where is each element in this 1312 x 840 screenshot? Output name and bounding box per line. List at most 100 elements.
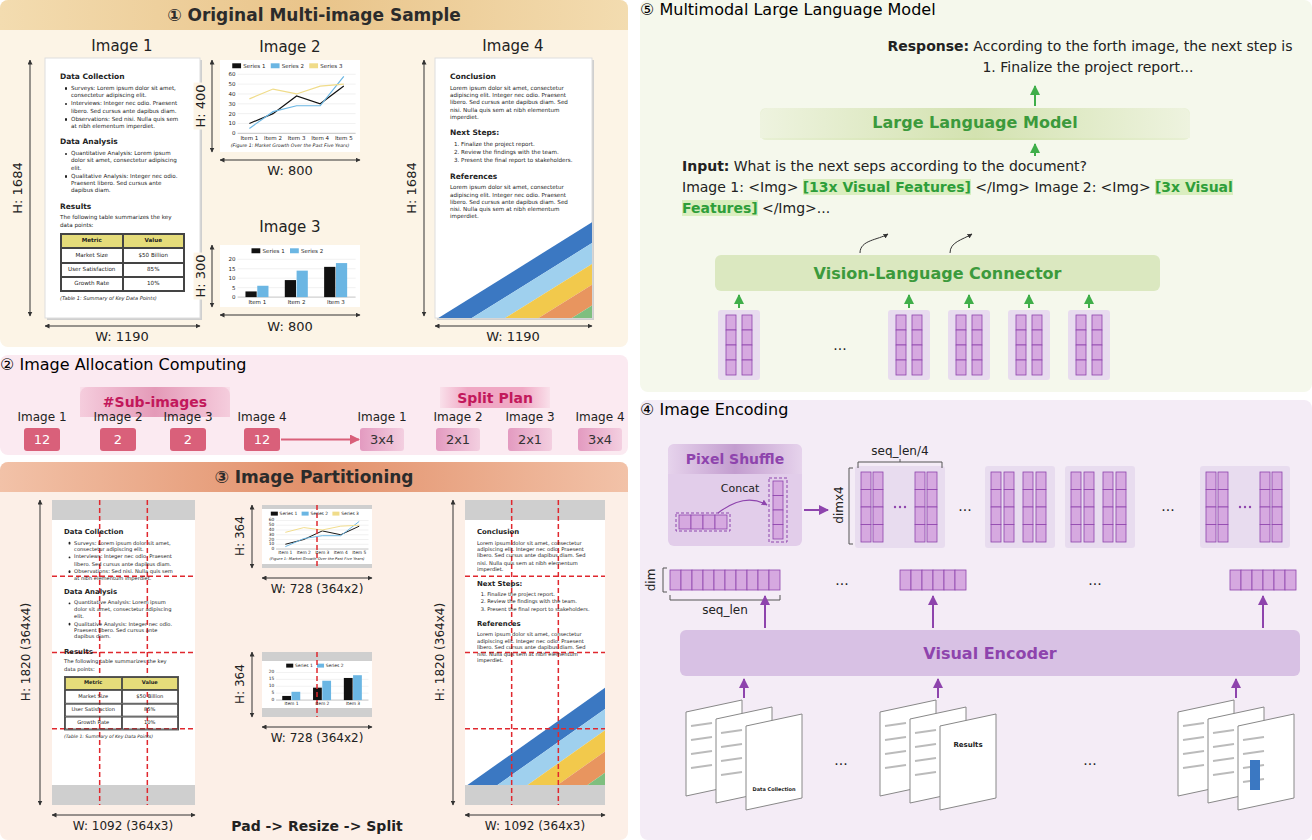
illustration xyxy=(30,58,1296,840)
token-cell xyxy=(1218,472,1228,490)
dot xyxy=(899,506,901,508)
series-line xyxy=(249,84,343,99)
document-text: ConclusionLorem ipsum dolor sit amet, co… xyxy=(450,72,577,223)
token-group xyxy=(718,310,760,380)
token-cell xyxy=(1252,570,1263,590)
token-cell xyxy=(915,507,925,525)
split-line xyxy=(465,728,605,730)
dimension-arrow xyxy=(453,500,454,805)
document-text: Data CollectionSurveys: Lorem ipsum dolo… xyxy=(60,72,185,302)
doc-heading: Conclusion xyxy=(450,72,577,82)
token-cell xyxy=(873,472,883,490)
chart-bar xyxy=(1250,760,1260,790)
text-stroke xyxy=(1183,765,1204,768)
token-cell xyxy=(927,507,937,525)
token-cell xyxy=(1071,490,1081,508)
token-cell xyxy=(1016,360,1026,375)
axis-item: Item 3 xyxy=(288,135,306,141)
axis-value: 0 xyxy=(232,294,236,300)
image-name: Image 3 xyxy=(505,411,554,425)
node-text: ① Original Multi-image Sample xyxy=(0,0,628,30)
prompt-text: Response:According to the forth image, t… xyxy=(880,36,1300,78)
token-cell xyxy=(1206,490,1216,508)
split-line xyxy=(316,652,318,717)
node-text: Vision-Language Connector xyxy=(814,264,1062,283)
table-cell: 85% xyxy=(123,263,185,277)
series-name: Series 2 xyxy=(282,63,304,69)
legend-swatch xyxy=(252,248,261,253)
bar xyxy=(297,271,308,297)
dimension-arrow xyxy=(212,60,213,152)
dimension-arrow xyxy=(220,315,360,316)
dimension: H: 1684 xyxy=(11,160,26,215)
axis-item: Item 3 xyxy=(346,702,360,707)
brace xyxy=(849,468,853,544)
brace xyxy=(858,459,942,468)
dot xyxy=(1239,506,1241,508)
document-text: Data CollectionSurveys: Lorem ipsum dolo… xyxy=(64,528,179,739)
text-stroke xyxy=(1183,737,1204,740)
token-cell xyxy=(1206,472,1216,490)
split-line xyxy=(465,576,605,578)
prompt-text: </Img> Image 2: xyxy=(975,179,1096,195)
token-cell xyxy=(991,472,1001,490)
panel: #Sub-imagesSplit Plan1222123x42x12x13x4②… xyxy=(0,355,628,455)
node-text: 2 xyxy=(184,432,192,447)
table-cell: Growth Rate xyxy=(61,277,123,291)
token-cell xyxy=(1272,525,1282,543)
flow-arrow xyxy=(932,596,934,628)
token-cell xyxy=(1071,507,1081,525)
chart xyxy=(220,60,360,152)
panel: ③ Image Partitioning xyxy=(0,462,628,840)
token-cell xyxy=(955,570,966,590)
doc-text: The following table summarizes the key d… xyxy=(60,214,185,229)
table-cell: Market Size xyxy=(65,690,122,703)
panel-ground xyxy=(640,0,1312,392)
legend-swatch xyxy=(232,63,241,68)
image-name: Image 2 xyxy=(93,411,142,425)
split-grid xyxy=(465,500,605,805)
series-name: Series 2 xyxy=(310,511,328,516)
token-cell xyxy=(956,330,966,345)
axis-value: 0 xyxy=(272,547,275,552)
node-text: ⑤ Multimodal Large Language Model xyxy=(640,0,1312,19)
panel: Large Language ModelVision-Language Conn… xyxy=(640,0,1312,392)
token-cell xyxy=(912,330,922,345)
token-cell xyxy=(972,330,982,345)
token-cell xyxy=(900,570,911,590)
token-cell xyxy=(873,507,883,525)
table: MetricValueMarket Size$50 BillionUser Sa… xyxy=(64,676,179,730)
flow-arrow xyxy=(281,439,359,441)
token-cell xyxy=(747,570,758,590)
token-cell xyxy=(1084,507,1094,525)
node-text: Split Plan xyxy=(457,390,533,406)
token-group xyxy=(985,466,1055,548)
text-stroke xyxy=(885,765,906,768)
doc-heading: Next Steps: xyxy=(450,128,577,138)
token-cell xyxy=(927,490,937,508)
token-cell xyxy=(1260,507,1270,525)
token-cell xyxy=(1076,330,1086,345)
token-cell xyxy=(972,315,982,330)
token-cell xyxy=(714,570,725,590)
axis-value: 0 xyxy=(232,130,236,136)
image-name: Image 2 xyxy=(433,411,482,425)
dimension: W: 1092 (364x3) xyxy=(485,820,585,834)
dimension: H: 1820 (364x4) xyxy=(434,601,448,703)
series-name: Series 1 xyxy=(263,248,285,254)
series-name: Series 1 xyxy=(295,663,313,668)
image-name: Image 1 xyxy=(17,411,66,425)
count-box: 12 xyxy=(244,428,280,451)
doc-text: Observations: Sed nisi. Nulla quis sem a… xyxy=(68,568,179,581)
flow-arrow xyxy=(937,679,939,698)
flow-arrow xyxy=(764,596,766,628)
token-group xyxy=(1068,310,1110,380)
token-cell xyxy=(927,472,937,490)
token-cell xyxy=(1036,472,1046,490)
token-cell xyxy=(1116,490,1126,508)
legend-swatch xyxy=(332,512,339,516)
dimension-arrow xyxy=(252,505,253,568)
token-cell xyxy=(1016,345,1026,360)
text-stroke xyxy=(915,744,936,747)
dimension-arrow xyxy=(30,60,31,316)
